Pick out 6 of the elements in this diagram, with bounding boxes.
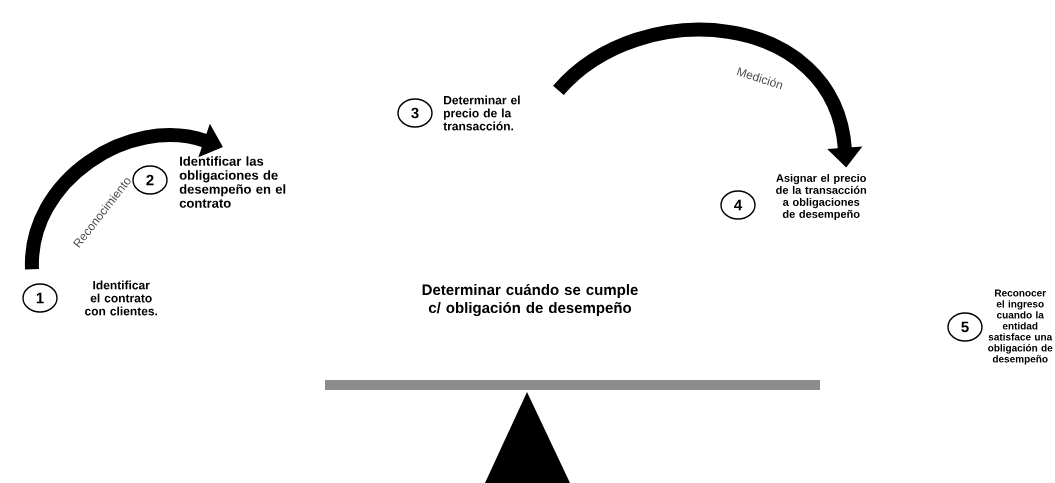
step-text: Identificar el contrato con clientes. — [85, 280, 158, 316]
step-text: Asignar el precio de la transacción a obligaciones de desempeño — [776, 173, 867, 221]
step-text: Identificar las obligaciones de desempeño en el contrato — [179, 156, 286, 208]
step-text: Reconocer el ingreso cuando la entidad satisface una obligación de desempeño — [988, 289, 1053, 365]
step-text: Determinar el precio de la transacción. — [443, 95, 520, 131]
center-text: Determinar cuándo se cumple c/ obligación de desempeño — [422, 283, 638, 317]
